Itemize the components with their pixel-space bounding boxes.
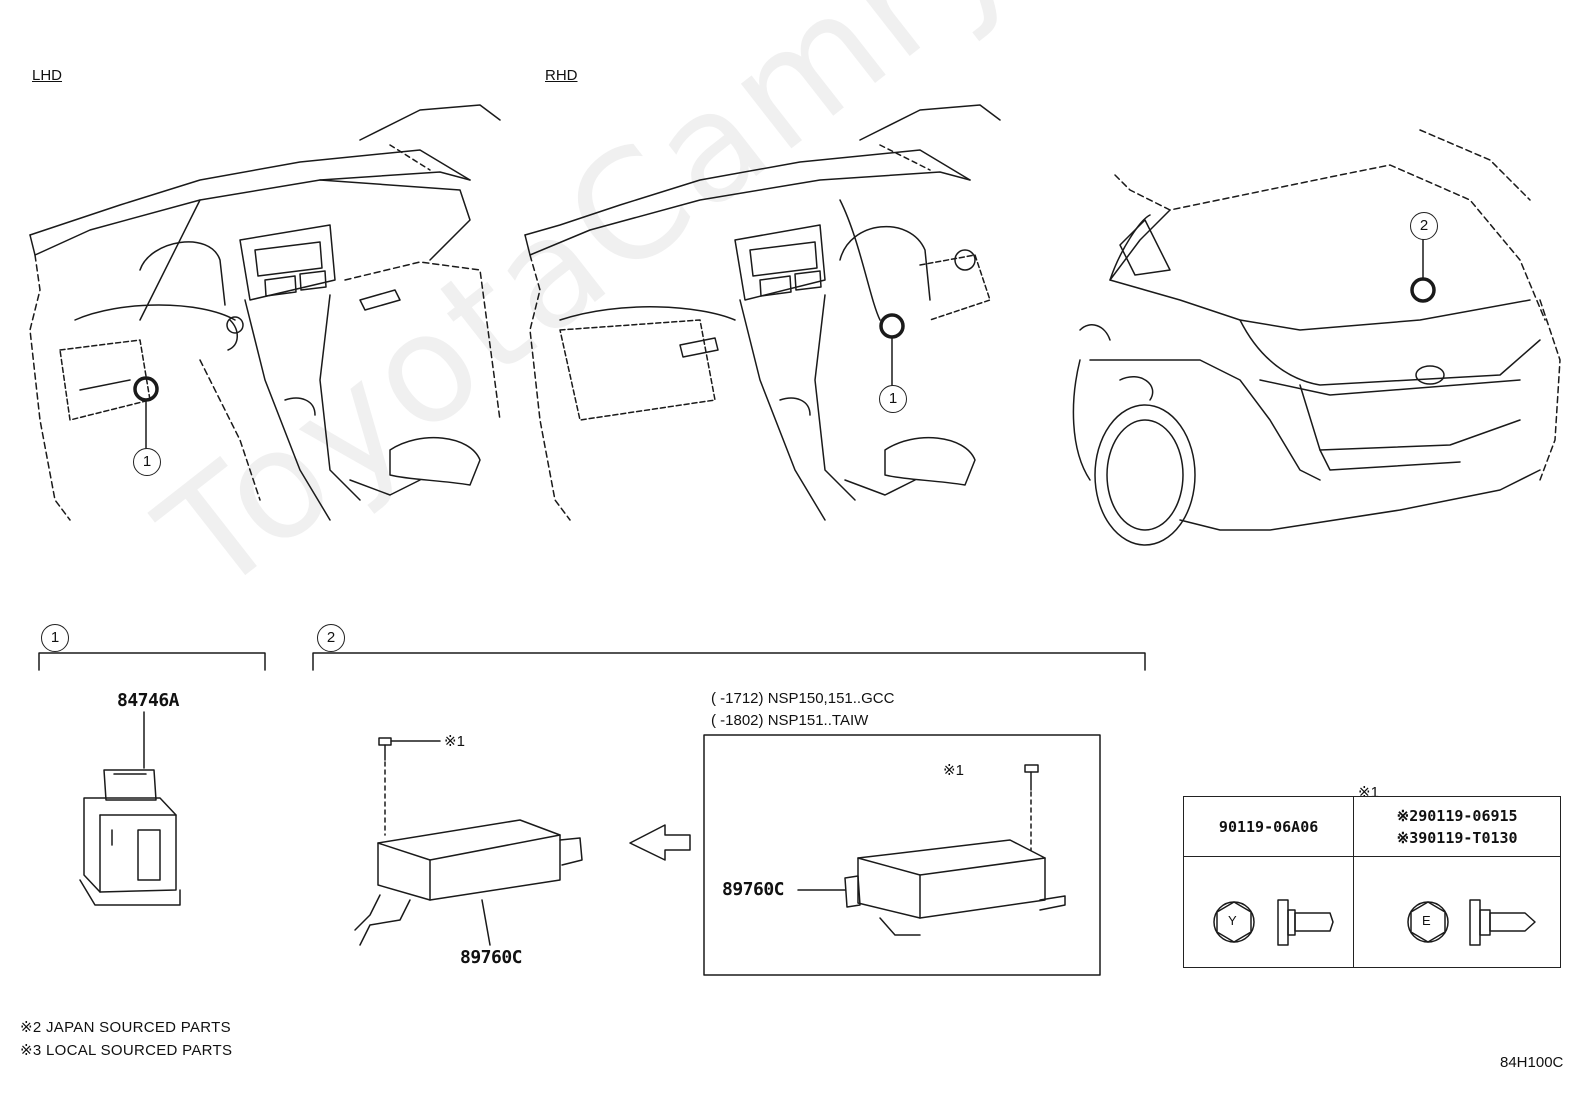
rhd-location-marker-1 bbox=[879, 313, 905, 339]
fastener-ref-main: ※1 bbox=[444, 733, 465, 750]
rhd-label: RHD bbox=[545, 67, 578, 84]
section-2-number: 2 bbox=[317, 624, 345, 652]
bolt-table-col2-header: ※290119-06915 ※390119-T0130 bbox=[1353, 796, 1561, 857]
bolt-table-col2-line1: ※290119-06915 bbox=[1396, 806, 1518, 825]
callout-1-rhd: 1 bbox=[879, 385, 907, 413]
rhd-dashboard-illustration bbox=[524, 104, 1001, 521]
footnote-japan-sourced: ※2 JAPAN SOURCED PARTS bbox=[20, 1019, 231, 1036]
bolt-table-col1-image-cell bbox=[1182, 856, 1355, 968]
bolt-table-col1-header: 90119-06A06 bbox=[1182, 796, 1355, 857]
part-89760C-illustration-main bbox=[354, 737, 583, 946]
part-number-89760C-main: 89760C bbox=[460, 947, 523, 968]
lhd-dashboard-illustration bbox=[29, 104, 501, 521]
variant-line-2: ( ‑1802) NSP151..TAIW bbox=[711, 712, 869, 729]
direction-arrow bbox=[629, 824, 691, 861]
bolt-head-mark-y: Y bbox=[1228, 913, 1237, 928]
section-2-bracket bbox=[312, 652, 1146, 671]
lhd-label: LHD bbox=[32, 67, 63, 84]
rear-vehicle-illustration bbox=[1072, 129, 1561, 546]
figure-code: 84H100C bbox=[1500, 1054, 1564, 1071]
footnote-local-sourced: ※3 LOCAL SOURCED PARTS bbox=[20, 1042, 233, 1059]
bolt-table-col2-line2: ※390119-T0130 bbox=[1396, 828, 1518, 847]
part-number-89760C-variant: 89760C bbox=[722, 879, 785, 900]
rear-location-marker-2 bbox=[1410, 277, 1436, 303]
bolt-head-mark-e: E bbox=[1422, 913, 1431, 928]
variant-line-1: ( ‑1712) NSP150,151..GCC bbox=[711, 690, 895, 707]
callout-2-rear: 2 bbox=[1410, 212, 1438, 240]
fastener-ref-variant: ※1 bbox=[943, 762, 964, 779]
variant-box-frame bbox=[703, 734, 1101, 976]
lhd-location-marker-1 bbox=[133, 376, 159, 402]
part-number-84746A: 84746A bbox=[117, 690, 180, 711]
part-89760C-illustration-variant bbox=[797, 764, 1066, 936]
section-1-bracket bbox=[38, 652, 266, 671]
part-84746A-illustration bbox=[79, 711, 181, 906]
bolt-table: 90119-06A06 ※290119-06915 ※390119-T0130 bbox=[1182, 796, 1561, 968]
section-1-number: 1 bbox=[41, 624, 69, 652]
callout-1-lhd: 1 bbox=[133, 448, 161, 476]
bolt-table-col2-image-cell bbox=[1353, 856, 1561, 968]
